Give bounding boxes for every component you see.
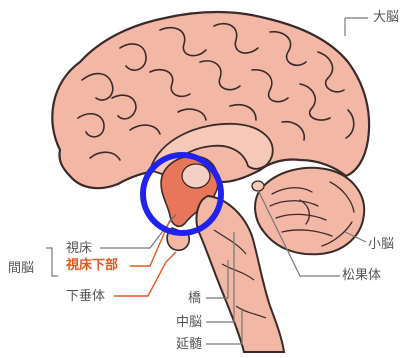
label-hypothalamus: 視床下部 — [66, 259, 118, 273]
thalamus-lobe — [182, 164, 210, 188]
label-cerebrum: 大脳 — [373, 11, 399, 25]
label-thalamus: 視床 — [66, 242, 92, 256]
pineal-shape — [252, 181, 264, 191]
label-midbrain: 中脳 — [176, 316, 202, 330]
label-pituitary: 下垂体 — [66, 290, 105, 304]
label-cerebellum: 小脳 — [368, 238, 394, 252]
label-pons: 橋 — [188, 292, 201, 306]
label-diencephalon: 間脳 — [8, 262, 34, 276]
label-medulla: 延髄 — [176, 338, 202, 352]
cerebellum-shape — [255, 168, 364, 255]
label-pineal-body: 松果体 — [342, 269, 381, 283]
